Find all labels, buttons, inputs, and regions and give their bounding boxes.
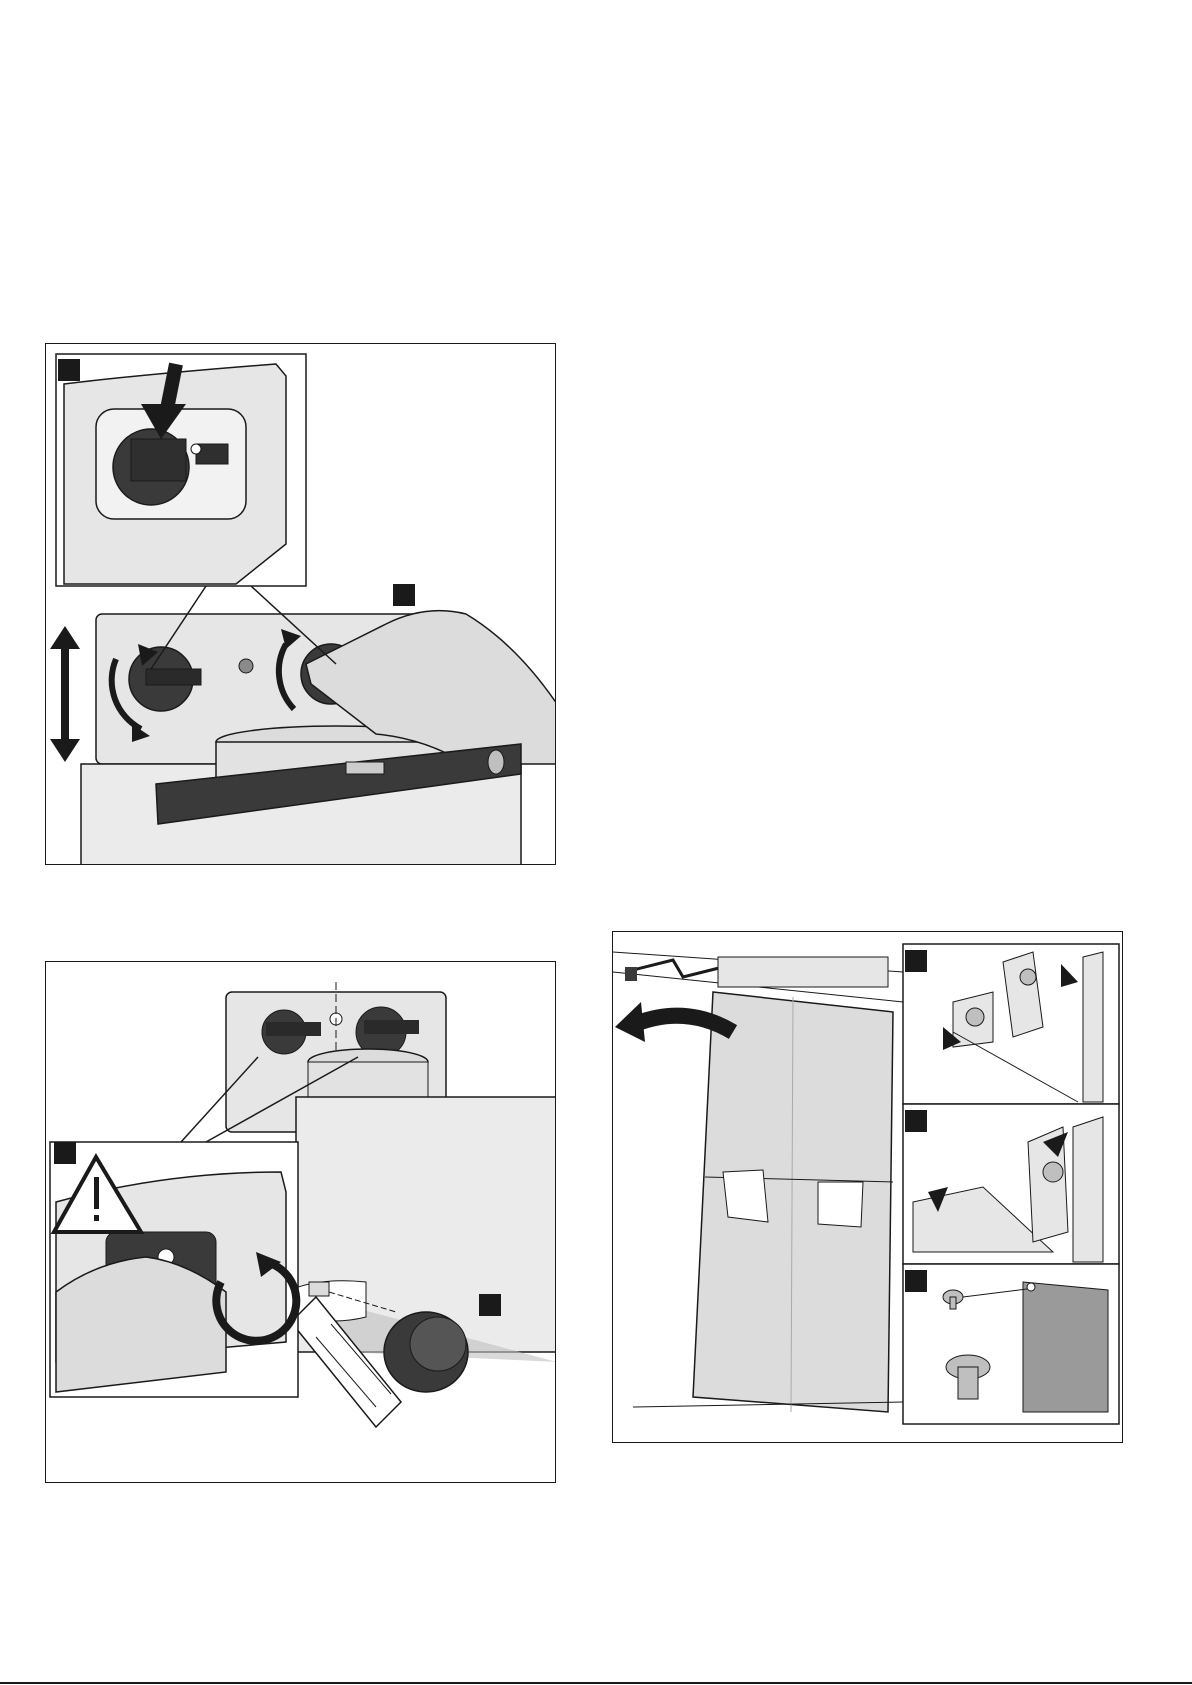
chimney-duct-illustration — [613, 932, 1123, 1443]
step-badge-inset — [54, 1142, 76, 1164]
step-badge-c — [905, 1270, 927, 1292]
step-badge-b — [905, 1110, 927, 1132]
screw-bracket-illustration — [46, 962, 556, 1483]
page-footer-rule — [0, 1682, 1192, 1684]
step-badge-main — [479, 1294, 501, 1316]
knob-icon — [384, 1312, 468, 1392]
step-badge-inset — [58, 359, 80, 381]
figure-chimney-duct — [612, 931, 1123, 1443]
level-bracket-illustration — [46, 344, 556, 865]
figure-screw-bracket — [45, 961, 556, 1483]
hand — [56, 1257, 226, 1392]
step-badge-a — [905, 950, 927, 972]
panel-edge — [1023, 1282, 1108, 1412]
double-arrow-icon — [50, 626, 80, 762]
step-badge-main — [393, 584, 415, 606]
figure-level-bracket — [45, 343, 556, 865]
